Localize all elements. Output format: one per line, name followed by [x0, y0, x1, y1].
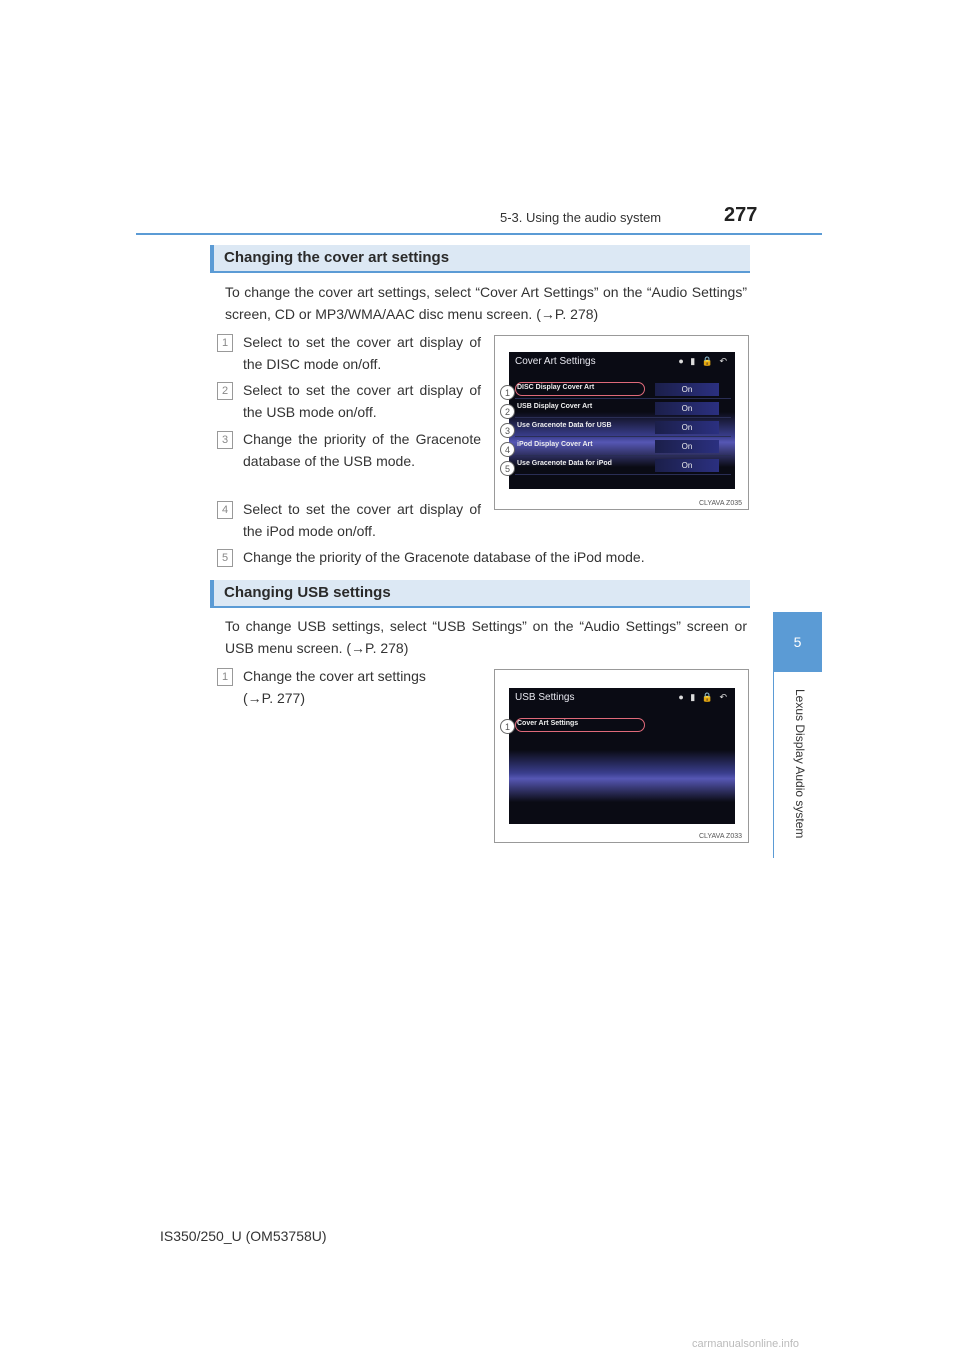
- section-heading-text: Changing USB settings: [224, 584, 391, 601]
- callout-marker: 1: [500, 719, 515, 734]
- setting-row: USB Display Cover Art On: [515, 401, 731, 418]
- status-icons: ● ▮ 🔒 ↶: [678, 692, 729, 702]
- callout-marker: 2: [500, 404, 515, 419]
- setting-row: DISC Display Cover Art On: [515, 382, 731, 399]
- callout-marker: 3: [500, 423, 515, 438]
- step-number: 4: [217, 501, 233, 519]
- watermark: carmanualsonline.info: [692, 1338, 800, 1350]
- callout-marker: 5: [500, 461, 515, 476]
- section-heading-cover-art: Changing the cover art settings: [210, 245, 750, 273]
- step-text: Change the cover art settings (→P. 277): [243, 668, 426, 706]
- step-number: 2: [217, 382, 233, 400]
- display-screen: USB Settings ● ▮ 🔒 ↶ Cover Art Settings: [509, 688, 735, 824]
- chapter-tab-line: [773, 672, 774, 858]
- display-screen: Cover Art Settings ● ▮ 🔒 ↶ DISC Display …: [509, 352, 735, 489]
- model-footer: IS350/250_U (OM53758U): [160, 1228, 327, 1244]
- section-heading-text: Changing the cover art settings: [224, 249, 450, 266]
- cover-art-intro: To change the cover art settings, select…: [225, 284, 747, 322]
- callout-marker: 4: [500, 442, 515, 457]
- step-text: Select to set the cover art display of t…: [243, 334, 481, 372]
- usb-intro: To change USB settings, select “USB Sett…: [225, 618, 747, 656]
- section-heading-usb: Changing USB settings: [210, 580, 750, 608]
- step-number: 5: [217, 549, 233, 567]
- setting-row: Use Gracenote Data for iPod On: [515, 458, 731, 475]
- screen-title: Cover Art Settings: [515, 356, 596, 367]
- page-number: 277: [724, 204, 758, 226]
- step-number: 3: [217, 431, 233, 449]
- cover-art-screenshot: Cover Art Settings ● ▮ 🔒 ↶ DISC Display …: [494, 335, 749, 510]
- status-icons: ● ▮ 🔒 ↶: [678, 356, 729, 366]
- image-code: CLYAVA Z035: [698, 500, 742, 507]
- screen-title: USB Settings: [515, 692, 575, 703]
- chapter-title: Lexus Display Audio system: [793, 689, 807, 839]
- header-rule: [136, 233, 822, 235]
- step-text: Select to set the cover art display of t…: [243, 501, 481, 539]
- step-number: 1: [217, 668, 233, 686]
- setting-row: Use Gracenote Data for USB On: [515, 420, 731, 437]
- step-text: Change the priority of the Gracenote dat…: [243, 549, 645, 565]
- step-text: Change the priority of the Gracenote dat…: [243, 431, 481, 469]
- running-header: 5-3. Using the audio system: [500, 210, 662, 225]
- image-code: CLYAVA Z033: [698, 833, 742, 840]
- step-number: 1: [217, 334, 233, 352]
- step-text: Select to set the cover art display of t…: [243, 382, 481, 420]
- usb-settings-screenshot: USB Settings ● ▮ 🔒 ↶ Cover Art Settings …: [494, 669, 749, 843]
- setting-row: iPod Display Cover Art On: [515, 439, 731, 456]
- setting-row: Cover Art Settings: [515, 718, 731, 734]
- chapter-tab: 5: [773, 612, 822, 672]
- callout-marker: 1: [500, 385, 515, 400]
